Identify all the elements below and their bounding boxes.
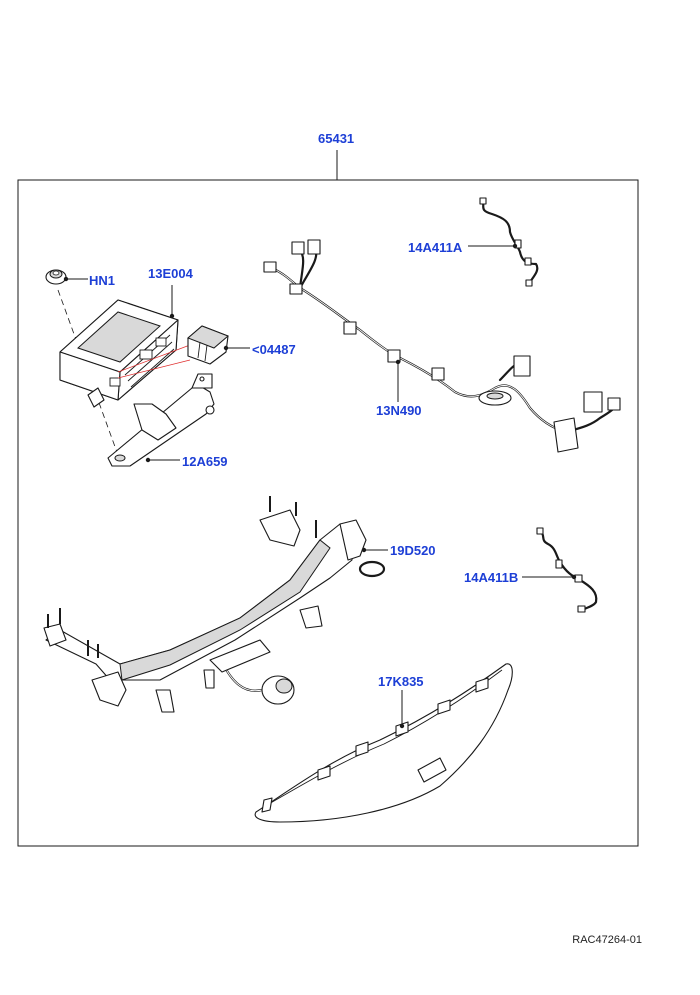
callout-hn1[interactable]: HN1 <box>89 273 116 288</box>
callout-13n490[interactable]: 13N490 <box>376 403 422 418</box>
callout-12a659[interactable]: 12A659 <box>182 454 228 469</box>
module-13e004[interactable] <box>59 299 179 408</box>
connector-04487[interactable] <box>187 325 229 365</box>
harness-13n490[interactable] <box>263 239 621 453</box>
sensor-lead-14a411a[interactable] <box>479 197 539 287</box>
callout-13e004[interactable]: 13E004 <box>148 266 193 281</box>
kit-label[interactable]: 65431 <box>318 131 355 146</box>
callout-04487[interactable]: <04487 <box>252 342 296 357</box>
sensor-lead-14a411b[interactable] <box>536 527 598 613</box>
bumper-trim-17k835[interactable] <box>254 663 513 823</box>
callout-19d520[interactable]: 19D520 <box>390 543 436 558</box>
callout-17k835[interactable]: 17K835 <box>378 674 424 689</box>
kit-frame <box>17 179 639 847</box>
reference-number: RAC47264-01 <box>572 934 642 946</box>
bracket-12a659[interactable] <box>107 373 215 467</box>
callout-14a411b[interactable]: 14A411B <box>464 570 519 585</box>
nut-hn1[interactable] <box>45 269 67 285</box>
tow-bar-19d520[interactable] <box>43 496 386 713</box>
callout-14a411a[interactable]: 14A411A <box>408 240 463 255</box>
